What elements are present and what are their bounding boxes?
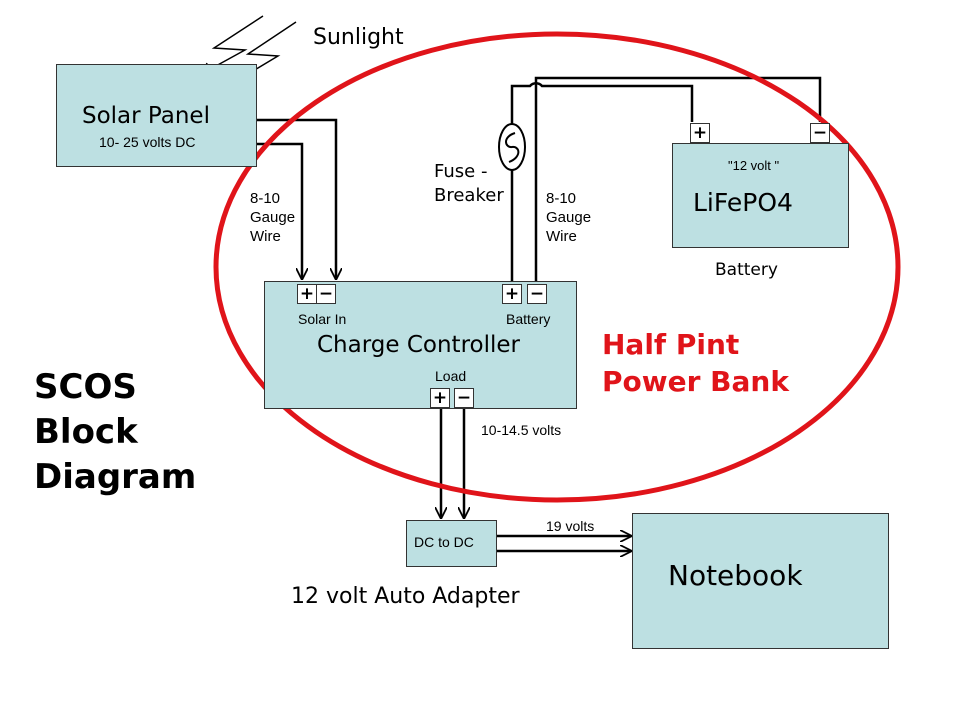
fuse-breaker-icon xyxy=(498,123,526,171)
solar-panel-spec: 10- 25 volts DC xyxy=(99,134,196,150)
output-voltage-label: 19 volts xyxy=(546,518,595,534)
notebook-box: Notebook xyxy=(632,513,889,649)
gauge-right-line-1: 8-10 xyxy=(546,190,577,207)
sunlight-label: Sunlight xyxy=(313,25,404,50)
gauge-right-line-3: Wire xyxy=(546,228,577,245)
power-bank-outline xyxy=(213,31,901,503)
charge-controller-title: Charge Controller xyxy=(317,332,520,358)
load-voltage-label: 10-14.5 volts xyxy=(481,422,562,438)
battery-wires xyxy=(510,76,822,281)
battery-rating: "12 volt " xyxy=(728,158,780,173)
gauge-left-line-3: Wire xyxy=(250,228,281,245)
output-wires xyxy=(496,536,631,551)
load-wires xyxy=(441,408,464,518)
solar-wires xyxy=(256,118,336,279)
battery-label: Battery xyxy=(715,260,778,280)
scos-title-line-1: SCOS xyxy=(34,367,137,407)
half-pint-line-2: Power Bank xyxy=(602,365,789,398)
dc-to-dc-box: DC to DC xyxy=(406,520,497,567)
load-plus-terminal: + xyxy=(430,388,450,408)
scos-title-line-3: Diagram xyxy=(34,457,197,497)
battery-out-plus-terminal: + xyxy=(502,284,522,304)
gauge-left-line-2: Gauge xyxy=(250,209,296,226)
solar-in-plus-terminal: + xyxy=(297,284,317,304)
gauge-left-line-1: 8-10 xyxy=(250,190,281,207)
half-pint-line-1: Half Pint xyxy=(602,328,740,361)
gauge-right-line-2: Gauge xyxy=(546,209,592,226)
battery-minus-terminal: − xyxy=(810,123,830,143)
solar-in-minus-terminal: − xyxy=(316,284,336,304)
battery-out-minus-terminal: − xyxy=(527,284,547,304)
dc-to-dc-label: DC to DC xyxy=(414,534,474,550)
charge-controller-box: + − + − Solar In Battery Charge Controll… xyxy=(264,281,577,409)
battery-port-label: Battery xyxy=(506,311,551,327)
scos-title-line-2: Block xyxy=(34,412,138,452)
auto-adapter-label: 12 volt Auto Adapter xyxy=(291,584,520,609)
solar-panel-title: Solar Panel xyxy=(82,103,210,129)
battery-box: "12 volt " LiFePO4 xyxy=(672,143,849,248)
load-label: Load xyxy=(435,368,467,384)
load-minus-terminal: − xyxy=(454,388,474,408)
fuse-label-line-1: Fuse - xyxy=(434,161,488,182)
battery-chemistry: LiFePO4 xyxy=(693,188,793,217)
notebook-label: Notebook xyxy=(668,559,803,592)
fuse-label-line-2: Breaker xyxy=(434,185,504,206)
battery-plus-terminal: + xyxy=(690,123,710,143)
solar-in-label: Solar In xyxy=(298,311,347,327)
solar-panel-box: Solar Panel 10- 25 volts DC xyxy=(56,64,257,167)
